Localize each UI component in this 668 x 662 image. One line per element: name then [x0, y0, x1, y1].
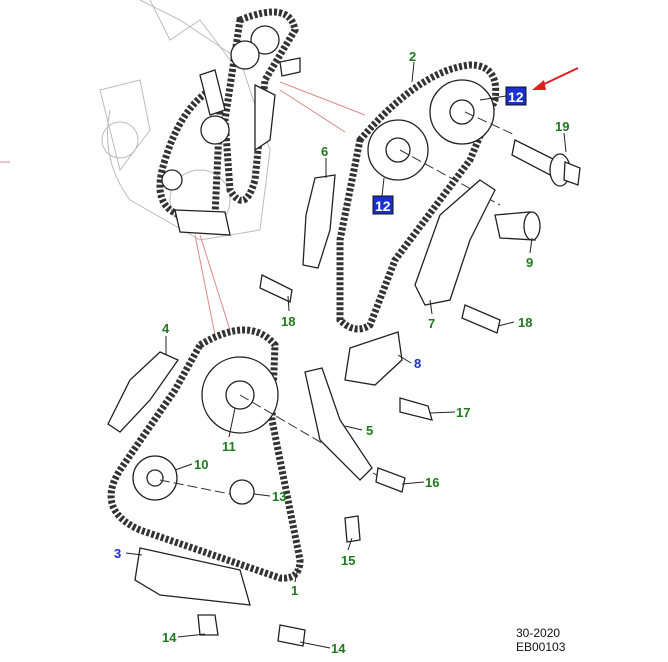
callout-3: 3 — [114, 546, 121, 561]
callout-5: 5 — [366, 423, 373, 438]
callout-18-left: 18 — [281, 314, 295, 329]
bolt-17 — [399, 397, 433, 421]
bolt-19 — [511, 139, 581, 187]
tensioner-8 — [344, 331, 403, 386]
chain-guide-6 — [302, 174, 336, 269]
callout-12-lower: 12 — [375, 198, 391, 214]
callout-16: 16 — [425, 475, 439, 490]
callout-11: 11 — [222, 439, 236, 454]
callout-18-right: 18 — [518, 315, 532, 330]
callout-12-highlighted-lower: 12 — [372, 195, 394, 215]
callout-2: 2 — [409, 49, 416, 64]
dowel-14-right — [277, 624, 306, 647]
callout-10: 10 — [194, 457, 208, 472]
detail-guide-lines — [0, 81, 366, 336]
callout-1: 1 — [291, 583, 298, 598]
dowel-18-right — [461, 304, 501, 334]
callout-17: 17 — [456, 405, 470, 420]
callout-14-left: 14 — [162, 630, 177, 645]
callout-9: 9 — [526, 255, 533, 270]
callout-15: 15 — [341, 553, 355, 568]
upper-timing-chain — [336, 61, 500, 333]
reference-code: EB00103 — [516, 640, 566, 654]
diagram-reference: 30-2020 EB00103 — [516, 626, 565, 654]
engine-overview-inset — [99, 0, 301, 241]
callout-12-highlighted-upper: 12 — [505, 86, 527, 106]
dowel-16 — [375, 467, 406, 493]
leader-lines — [125, 61, 567, 649]
callout-19: 19 — [555, 119, 569, 134]
chain-guide-3 — [134, 547, 251, 606]
chain-guide-5 — [304, 367, 373, 481]
callout-6: 6 — [321, 144, 328, 159]
callout-8: 8 — [414, 356, 421, 371]
lower-timing-chain — [107, 326, 304, 582]
pointer-arrow-icon — [532, 67, 579, 90]
callout-7: 7 — [428, 316, 435, 331]
callout-13: 13 — [272, 489, 286, 504]
tensioner-arm-7 — [414, 179, 496, 306]
callout-14-right: 14 — [331, 641, 346, 656]
callout-12-upper: 12 — [508, 89, 524, 105]
dowel-14-left — [197, 614, 219, 636]
date-code: 30-2020 — [516, 626, 561, 640]
nut-13 — [229, 479, 255, 505]
tensioner-9 — [494, 211, 541, 241]
chain-guide-4 — [107, 351, 179, 433]
callout-4: 4 — [162, 321, 170, 336]
dowel-18-left — [259, 274, 293, 303]
bolt-15 — [344, 515, 361, 543]
